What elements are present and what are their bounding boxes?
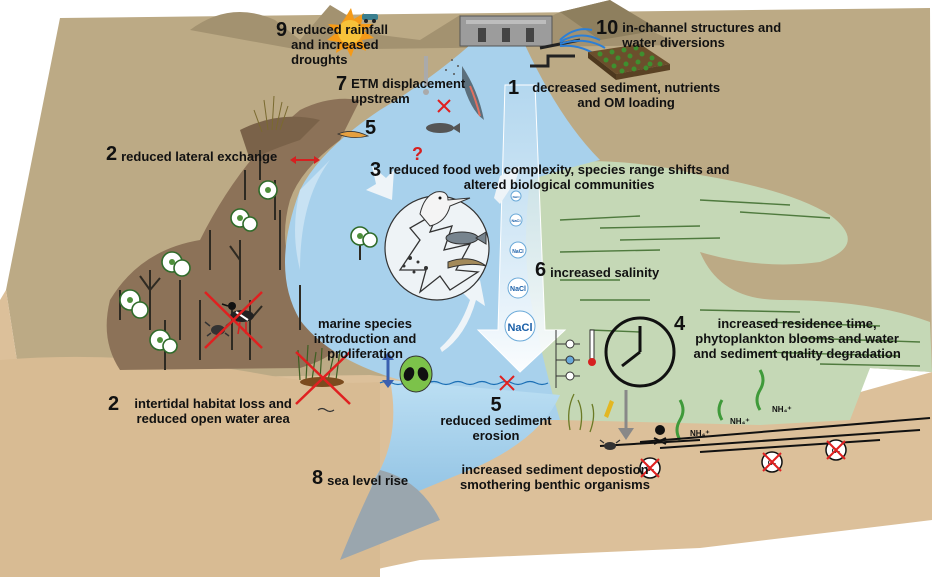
crop-field-icon bbox=[588, 44, 670, 80]
question-mark: ? bbox=[412, 144, 423, 164]
oxygen-label-3: O₂ bbox=[832, 448, 841, 455]
label-3-text: reduced food web complexity, species ran… bbox=[388, 162, 730, 192]
reeds-crossed bbox=[295, 344, 351, 413]
label-7-text: ETM displacement upstream bbox=[351, 76, 466, 106]
small-vehicle-icon bbox=[362, 14, 378, 23]
arrow-marine bbox=[440, 280, 485, 352]
label-1-number: 1 bbox=[508, 77, 520, 99]
up-down-arrow bbox=[382, 352, 394, 388]
label-2b-number: 2 bbox=[108, 393, 120, 415]
fish-icon bbox=[426, 123, 487, 245]
etm-cross bbox=[437, 99, 451, 113]
habitat-loss-cross bbox=[204, 291, 263, 349]
marsh-grass bbox=[559, 199, 921, 367]
label-7-number: 7 bbox=[336, 73, 348, 95]
label-2a-text: reduced lateral exchange bbox=[121, 149, 278, 164]
label-5-upstream: 5 bbox=[365, 117, 380, 139]
salinity-arrow bbox=[476, 84, 567, 373]
label-marine-species: marine species introduction and prolifer… bbox=[313, 316, 417, 361]
label-2-intertidal: 2 intertidal habitat loss and reduced ope… bbox=[108, 393, 303, 426]
label-6-text: increased salinity bbox=[550, 265, 660, 280]
salt-label-2: NaCl bbox=[511, 218, 520, 223]
sea-mouth bbox=[370, 380, 560, 508]
ammonium-label-2: NH₄⁺ bbox=[730, 417, 750, 426]
irrigation-pipe-icon bbox=[530, 28, 606, 68]
salt-label-4: NaCl bbox=[510, 286, 526, 293]
label-5a-number: 5 bbox=[365, 117, 377, 139]
label-sediment-deposition: increased sediment depostion smothering … bbox=[460, 462, 650, 492]
salt-bubbles bbox=[504, 190, 536, 342]
mangrove-trees bbox=[119, 150, 378, 370]
salt-label-1: NaCl bbox=[513, 195, 520, 199]
lateral-exchange-arrow bbox=[290, 156, 320, 164]
ammonium-label-3: NH₄⁺ bbox=[772, 405, 792, 414]
pelican-icon bbox=[419, 191, 471, 227]
no-oxygen-icon: O₂ O₂ O₂ bbox=[639, 439, 847, 479]
crab-icon-2 bbox=[599, 439, 621, 450]
reed-tufts bbox=[253, 95, 289, 133]
monitoring-probe-icon bbox=[555, 330, 580, 388]
oxygen-label-2: O₂ bbox=[768, 460, 777, 467]
label-2b-text: intertidal habitat loss and reduced open… bbox=[134, 396, 292, 426]
label-3-number: 3 bbox=[370, 159, 382, 181]
alien-icon bbox=[399, 355, 433, 393]
oxygen-label-1: O₂ bbox=[646, 466, 655, 473]
label-2a-number: 2 bbox=[106, 143, 118, 165]
salt-label-3: NaCl bbox=[512, 249, 524, 255]
label-5b-text: reduced sediment erosion bbox=[440, 413, 552, 443]
etm-sensor-icon bbox=[423, 56, 459, 95]
label-4-number: 4 bbox=[674, 313, 686, 335]
thermometer-icon bbox=[588, 329, 596, 366]
label-4-text: increased residence time, phytoplankton … bbox=[693, 316, 901, 361]
arrow-upleft bbox=[366, 166, 394, 200]
label-8-number: 8 bbox=[312, 467, 324, 489]
clock-pointer-head bbox=[618, 428, 634, 440]
eel-icon bbox=[447, 258, 487, 269]
benthic-plants bbox=[568, 369, 765, 441]
sediment-bar bbox=[336, 131, 370, 138]
label-5b-number: 5 bbox=[490, 394, 502, 416]
label-3: 3 reduced food web complexity, species ra… bbox=[370, 159, 733, 192]
ammonium-label-1: NH₄⁺ bbox=[690, 429, 710, 438]
label-8-text: sea level rise bbox=[327, 473, 409, 488]
hills bbox=[190, 0, 680, 50]
label-10-number: 10 bbox=[596, 17, 619, 39]
jumping-fish-icon bbox=[462, 66, 484, 120]
dam-icon bbox=[459, 15, 553, 47]
plankton-icons bbox=[402, 256, 428, 274]
label-5-erosion: 5 reduced sediment erosion bbox=[436, 394, 556, 443]
label-1: 1 decreased sediment, nutrients and OM lo… bbox=[508, 77, 729, 110]
label-6-number: 6 bbox=[535, 259, 547, 281]
sun-icon bbox=[327, 8, 374, 57]
salt-label-5: NaCl bbox=[507, 322, 532, 334]
erosion-cross bbox=[499, 375, 515, 391]
label-1-text: decreased sediment, nutrients and OM loa… bbox=[532, 80, 721, 110]
label-10-text: in-channel structures and water diversio… bbox=[622, 20, 782, 50]
clock-icon bbox=[604, 316, 676, 388]
label-9-text: reduced rainfall and increased droughts bbox=[291, 22, 388, 67]
label-9-number: 9 bbox=[276, 19, 288, 41]
label-4: 4 increased residence time, phytoplankton… bbox=[674, 313, 905, 361]
arrow-upright bbox=[494, 166, 520, 204]
sediment-layers bbox=[599, 417, 931, 453]
